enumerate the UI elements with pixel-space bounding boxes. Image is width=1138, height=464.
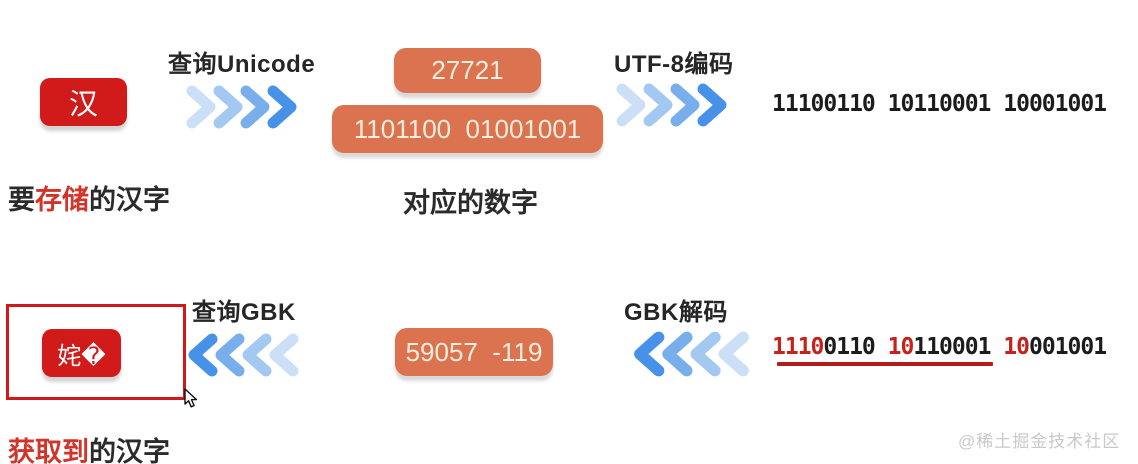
- byte1-rest: 0110: [823, 334, 875, 360]
- result-caption-highlight: 获取到: [8, 437, 89, 464]
- store-caption-pre: 要: [8, 185, 35, 215]
- byte2-prefix: 10: [887, 334, 915, 360]
- unicode-binary-value: 1101100 01001001: [353, 113, 582, 144]
- decode-underline: [777, 362, 993, 366]
- store-caption-post: 的汉字: [89, 185, 170, 215]
- store-caption-highlight: 存储: [35, 185, 89, 215]
- gbk-values: 59057 -119: [405, 336, 543, 367]
- unicode-decimal-value: 27721: [431, 55, 504, 85]
- byte3-rest: 001001: [1029, 334, 1107, 360]
- unicode-binary-box: 1101100 01001001: [332, 105, 603, 153]
- store-caption: 要存储的汉字: [8, 178, 170, 217]
- result-caption: 获取到的汉字: [8, 430, 170, 464]
- result-caption-post: 的汉字: [89, 437, 170, 464]
- byte1-prefix: 1110: [772, 334, 824, 360]
- query-gbk-label: 查询GBK: [192, 299, 296, 326]
- query-unicode-label: 查询Unicode: [168, 51, 316, 78]
- source-char-box: 汉: [40, 78, 127, 126]
- arrow-right-utf8-icon: [616, 83, 727, 127]
- gbk-decode-label: GBK解码: [624, 299, 728, 326]
- byte3-prefix: 10: [1003, 334, 1030, 360]
- mouse-cursor-icon: [184, 388, 198, 408]
- watermark: @稀土掘金技术社区: [958, 432, 1121, 451]
- byte2-rest: 110001: [913, 334, 991, 360]
- utf8-binary-text: 11100110 10110001 10001001: [772, 91, 1107, 117]
- source-char: 汉: [68, 89, 98, 121]
- selection-rectangle[interactable]: [6, 304, 186, 400]
- garbled-char: 姹�: [57, 342, 106, 370]
- garbled-char-box: 姹�: [42, 329, 121, 377]
- gbk-values-box: 59057 -119: [395, 328, 553, 376]
- unicode-decimal-box: 27721: [394, 48, 541, 93]
- gbk-decoded-binary: 11100110 10110001 10001001: [772, 334, 1107, 360]
- arrow-right-unicode-icon: [186, 85, 297, 129]
- arrow-left-gbk-icon: [188, 333, 299, 377]
- utf8-encode-label: UTF-8编码: [614, 51, 734, 78]
- arrow-left-decode-icon: [634, 331, 749, 377]
- number-caption: 对应的数字: [403, 188, 538, 218]
